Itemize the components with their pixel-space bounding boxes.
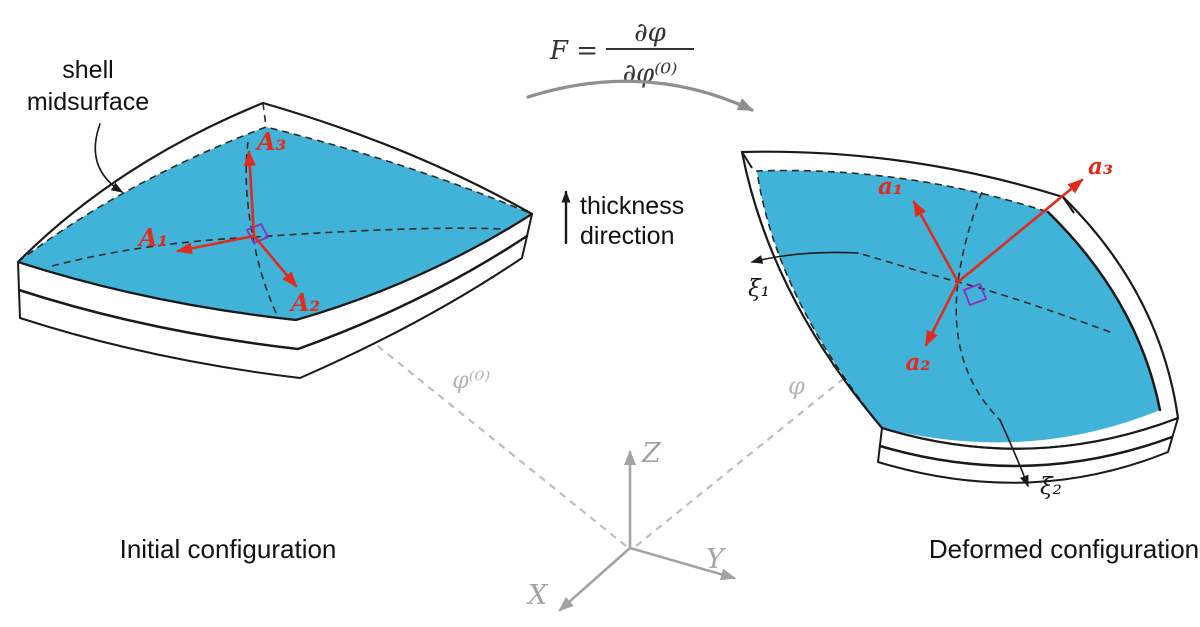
initial-basis-vector-A1 (176, 234, 256, 255)
label-y-axis: Y (706, 544, 726, 575)
label-z-axis: Z (641, 438, 662, 469)
label-A1: A₁ (137, 223, 168, 252)
formula-lhs: F = (549, 36, 598, 66)
initial-right-angle-marker (246, 223, 269, 244)
deformed-midsurface-back-edges (756, 169, 1049, 429)
initial-midsurface-front-edge (17, 234, 529, 351)
deformed-midsurface-right-edge (1046, 210, 1162, 412)
deformed-top-face-outline (740, 150, 1180, 450)
label-shell-line2: midsurface (27, 88, 149, 116)
y-axis (628, 546, 736, 581)
initial-back-corner-edge (262, 102, 267, 128)
label-shell-line1: shell (62, 56, 113, 84)
captions: Initial configuration Deformed configura… (120, 534, 1200, 564)
map-labels: φ⁽⁰⁾ φ (452, 366, 805, 400)
label-phi0: φ⁽⁰⁾ (452, 366, 490, 394)
deformed-right-angle-marker (963, 283, 987, 306)
xi2-arrow (999, 419, 1029, 488)
label-a3: a₃ (1088, 153, 1113, 180)
initial-coordinate-curve-2 (245, 141, 285, 331)
deformed-ne-corner-edge (1062, 196, 1075, 214)
deformed-basis-vector-a2 (924, 280, 960, 347)
midsurface-pointer-arrow (94, 123, 124, 193)
deformed-midsurface-fill (757, 170, 1160, 443)
deformed-shell: ξ₁ ξ₂ a₃ a₁ a₂ (740, 150, 1180, 500)
x-axis (558, 546, 632, 612)
deformed-coordinate-curve-xi2 (955, 191, 1001, 421)
initial-midsurface-fill (18, 127, 532, 320)
initial-basis-vector-A2 (252, 234, 298, 288)
formula-numerator: ∂φ (634, 18, 666, 48)
deformed-basis-vector-a1 (912, 200, 960, 284)
global-coordinate-frame: Z Y X (526, 438, 736, 612)
annotations: shell midsurface thickness direction (27, 56, 684, 250)
deformed-midsurface-front-edge (878, 435, 1174, 468)
label-a2: a₂ (906, 349, 931, 376)
deformed-nw-corner-edge (741, 151, 753, 169)
caption-initial-configuration: Initial configuration (120, 534, 337, 564)
initial-midsurface-back-edges (17, 126, 533, 263)
caption-deformed-configuration: Deformed configuration (929, 534, 1199, 564)
label-A3: A₃ (255, 127, 286, 156)
label-xi2: ξ₂ (1040, 474, 1062, 500)
label-x-axis: X (526, 580, 549, 611)
initial-basis-vector-A3 (243, 150, 256, 238)
initial-shell: A₃ A₁ A₂ (16, 101, 534, 379)
deformed-basis-vector-a3 (956, 178, 1084, 284)
label-thickness-line2: direction (580, 222, 675, 250)
label-xi1: ξ₁ (748, 276, 770, 302)
label-A2: A₂ (289, 288, 320, 317)
label-thickness-line1: thickness (580, 192, 684, 220)
xi1-arrow (750, 251, 859, 264)
deformation-formula: F = ∂φ ∂φ⁽⁰⁾ (526, 18, 754, 112)
label-a1: a₁ (878, 173, 903, 200)
label-phi: φ (788, 372, 805, 400)
initial-top-face-outline (16, 101, 534, 322)
deformation-map-arrow (526, 79, 754, 112)
